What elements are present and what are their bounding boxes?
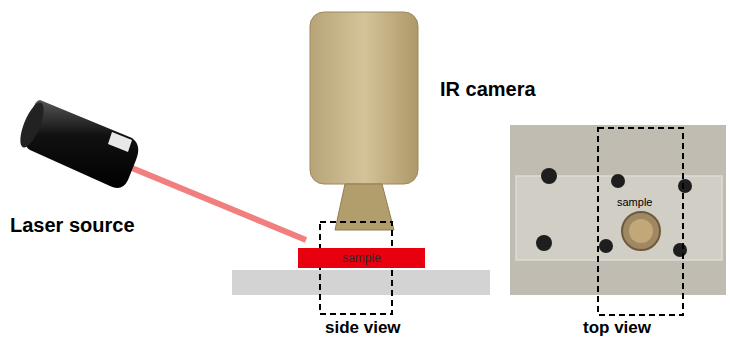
photo-sample-label: sample	[617, 196, 652, 208]
sample-box: sample	[298, 248, 425, 268]
laser-label: Laser source	[10, 214, 135, 237]
view-label: side view	[325, 318, 401, 338]
ir-camera	[310, 12, 418, 230]
platform	[232, 270, 490, 295]
camera-label: IR camera	[440, 78, 536, 101]
top-view-photo	[510, 125, 726, 315]
view-label: top view	[583, 318, 651, 338]
laser-device	[16, 100, 139, 188]
dashed-region	[320, 222, 392, 314]
node-text: sample	[342, 251, 381, 265]
laser-beam	[132, 168, 306, 240]
